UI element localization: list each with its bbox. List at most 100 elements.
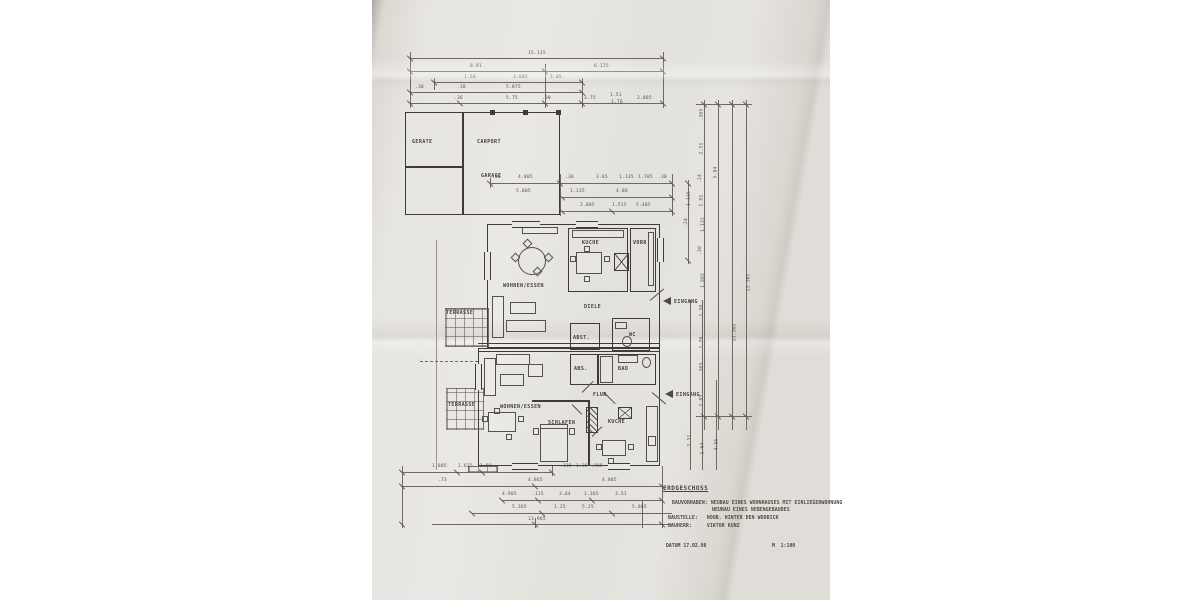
bed (540, 428, 568, 462)
window (484, 252, 491, 280)
dim-label: 1.515 (612, 203, 627, 208)
window (608, 463, 630, 470)
dining-table-round (518, 247, 546, 275)
dim-label: 4.86 (616, 189, 628, 194)
dim-label: 2.885 (580, 203, 595, 208)
chair (628, 444, 634, 450)
chair (518, 416, 524, 422)
bath-sinks (618, 355, 638, 363)
room-label: CARPORT (477, 139, 501, 145)
sofa-lower (496, 354, 530, 365)
dim-chain-line (410, 58, 663, 59)
date-label: DATUM 17.02.98 (666, 544, 707, 549)
dim-label: 5.05 (550, 75, 562, 80)
room-label: EINGANG (676, 392, 700, 398)
dim-label: .24 (683, 218, 689, 227)
coffee-table-upper (510, 302, 536, 314)
dim-label: .115 (560, 464, 572, 469)
dim-label: 5.25 (582, 505, 594, 510)
dim-label: .36 (565, 175, 574, 180)
dim-label: .24 (697, 174, 703, 183)
dim-label: 1.135 (700, 217, 706, 232)
dim-chain-line (662, 466, 663, 528)
dim-label: 1.50 (699, 304, 705, 317)
dim-label: 1.365 (584, 492, 599, 497)
dim-chain-line (410, 103, 663, 104)
wc-wall (612, 318, 650, 351)
dim-label: 1.25 (554, 505, 566, 510)
dim-label: 1.885 (432, 464, 447, 469)
dim-label: .365 (699, 362, 705, 375)
dim-label: 5.94 (713, 166, 719, 179)
dim-label: 1.51 (610, 93, 622, 98)
dim-label: .73 (438, 478, 447, 483)
kitchen-upper-counter (572, 230, 624, 238)
dim-label: .30 (415, 85, 424, 90)
window (475, 364, 482, 390)
window (657, 238, 664, 262)
entrance-arrow-icon (663, 297, 671, 305)
kitchen-lower-table (602, 440, 626, 456)
chimney-shaft (614, 253, 629, 271)
dim-label: .115 (532, 492, 544, 497)
dining-table-lower (488, 412, 516, 432)
room-label: WOHNEN/ESSEN (503, 283, 544, 289)
dim-label: 1.50 (464, 75, 476, 80)
dim-label: 5.875 (506, 85, 521, 90)
carport-post (490, 110, 495, 115)
dim-label: 1.885 (700, 273, 706, 288)
dim-label: 4.885 (602, 478, 617, 483)
dim-label: 5.75 (506, 96, 518, 101)
dim-chain-line (490, 183, 672, 184)
dim-tick (406, 68, 414, 75)
dim-label: 5.865 (632, 505, 647, 510)
stove-shaft (618, 407, 632, 419)
gerate-partition-v (462, 112, 464, 215)
dim-label: 3.885 (513, 75, 528, 80)
dim-chain-line (434, 78, 435, 90)
room-label: TERRASSE (448, 402, 476, 408)
chair (584, 276, 590, 282)
paper-sheet: ERDGESCHOSS BAUVORHABEN: NEUBAU EINES WO… (372, 0, 842, 600)
dim-label: .18 (457, 85, 466, 90)
chair (604, 256, 610, 262)
dim-label: 2.885 (637, 96, 652, 101)
carport-post (556, 110, 561, 115)
dim-label: 4.865 (528, 478, 543, 483)
dim-chain-line (672, 174, 673, 216)
room-label: KUCHE (582, 240, 600, 246)
dim-label: 3.75 (584, 96, 596, 101)
dim-chain-line (502, 500, 662, 501)
bedroom-wall-top (532, 400, 590, 402)
room-label: EINGANG (674, 299, 698, 305)
room-label: TERRASSE (446, 310, 474, 316)
dim-label: .30 (542, 96, 551, 101)
dim-label: 8.91 (470, 64, 482, 69)
scale-label: M 1:100 (772, 544, 796, 549)
dim-chain-line (732, 100, 733, 430)
pantry-shelf (648, 232, 654, 286)
dim-tick (659, 68, 667, 75)
dim-label: 1.135 (570, 189, 585, 194)
room-label: ABS. (574, 366, 588, 372)
storage-lower-wall (570, 354, 598, 385)
nightstand (569, 428, 575, 435)
room-label: DIELE (584, 304, 602, 310)
sofa-lower (484, 358, 496, 396)
dim-chain-line (410, 52, 411, 108)
dim-label: 1.01 (699, 194, 705, 207)
wc-sink (615, 322, 627, 329)
sofa-upper (492, 296, 504, 338)
dim-label: 13.365 (732, 323, 738, 342)
floor-plan-drawing: ERDGESCHOSS BAUVORHABEN: NEUBAU EINES WO… (372, 0, 842, 600)
dim-label: 1.135 (686, 191, 692, 206)
chair (494, 408, 500, 414)
dim-label: 5.805 (516, 189, 531, 194)
dim-label: 13.965 (528, 517, 546, 522)
bedroom-wall-v (588, 400, 590, 466)
window (576, 221, 598, 228)
bath-toilet (642, 357, 651, 368)
bathroom-wall (598, 354, 656, 385)
chair (506, 434, 512, 440)
kitchen-upper-table (576, 252, 602, 274)
